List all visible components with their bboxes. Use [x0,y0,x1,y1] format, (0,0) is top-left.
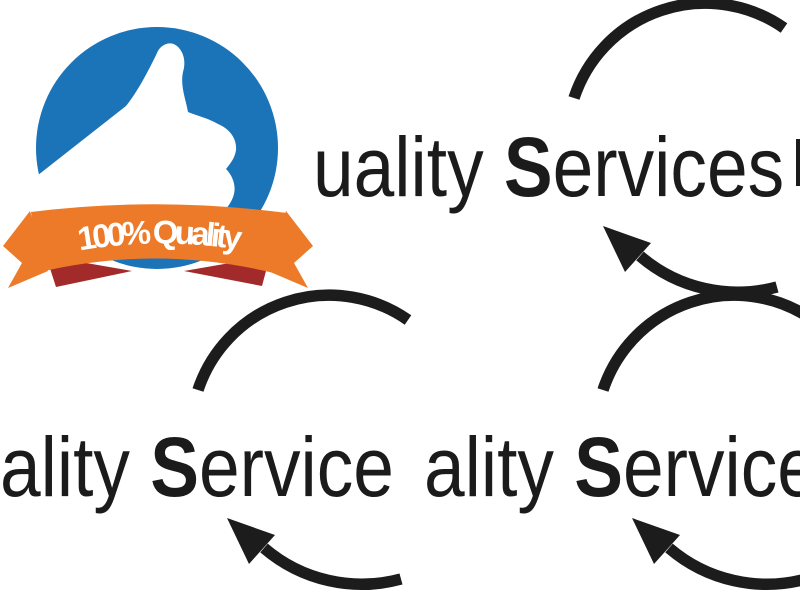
wordmark-prefix: ality [0,420,151,514]
arrowhead-icon [603,226,651,272]
wordmark-suffix: ervice [199,420,394,514]
circular-arrows-icon [192,289,412,590]
ribbon-tail-left [3,211,48,288]
wordmark-bold-s: S [574,420,624,514]
clipped-glyph-sliver [796,139,800,186]
ribbon-banner [31,204,287,274]
ring-bottom-arc [636,251,779,298]
wordmark-suffix: ervices [552,120,785,214]
ring-bottom-arc [260,543,403,590]
wordmark-prefix: ality [424,420,575,514]
arrowhead-icon [632,518,680,564]
circular-arrows-icon [568,0,788,298]
ring-top-arc [192,289,412,392]
wordmark-suffix: ervice [623,420,800,514]
quality-badge: 100% Quality [3,27,313,288]
wordmark-prefix: uality [313,120,504,214]
wordmark-bold-s: S [150,420,200,514]
circular-arrows-icon [597,289,800,590]
logo-wordmark-bottom-right: ality Service [424,425,800,509]
badge-label: 100% Quality [75,213,245,257]
ring-bottom-arc [665,543,800,590]
logo-wordmark-bottom-left: ality Service [0,425,394,509]
badge-label-text: 100% Quality [75,213,249,257]
ring-top-arc [597,289,800,392]
ring-top-arc [568,0,788,100]
logo-wordmark-top: uality Services [313,125,784,209]
wordmark-bold-s: S [503,120,553,214]
arrowhead-icon [227,518,275,564]
ribbon-tail-right [268,211,313,288]
